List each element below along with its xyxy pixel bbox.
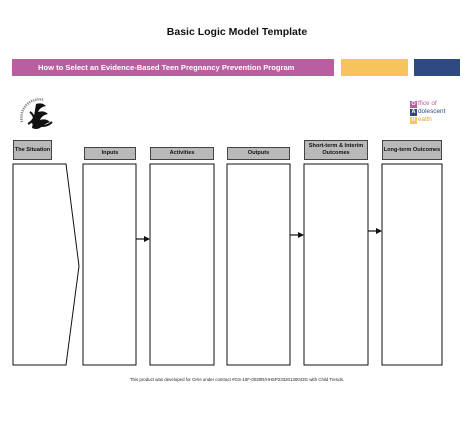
header-activities-label: Activities xyxy=(169,150,195,157)
footer-note: This product was developed for OAH under… xyxy=(129,377,345,382)
header-short-term-outcomes: Short-term & Interim Outcomes xyxy=(304,140,368,160)
activities-box xyxy=(149,163,215,366)
inputs-box xyxy=(82,163,137,366)
oah-line1: ffice of xyxy=(418,100,437,107)
header-outputs-label: Outputs xyxy=(247,150,270,157)
situation-box xyxy=(12,163,80,366)
oah-h-square: H xyxy=(410,116,417,124)
header-long-term-label: Long-term Outcomes xyxy=(383,146,441,153)
oah-o-square: O xyxy=(410,100,417,108)
outputs-box xyxy=(226,163,291,366)
header-short-term-label: Short-term & Interim Outcomes xyxy=(308,143,364,156)
oah-a-square: A xyxy=(410,108,417,116)
hhs-seal-icon xyxy=(12,92,64,136)
header-inputs: Inputs xyxy=(84,147,136,160)
oah-line2: dolescent xyxy=(418,108,446,115)
header-situation: The Situation xyxy=(13,140,52,160)
oah-line3: ealth xyxy=(418,116,432,123)
short-term-outcomes-box xyxy=(303,163,369,366)
accent-bar-navy xyxy=(414,59,460,76)
header-outputs: Outputs xyxy=(227,147,290,160)
header-situation-label: The Situation xyxy=(14,146,51,153)
header-activities: Activities xyxy=(150,147,214,160)
long-term-outcomes-box xyxy=(381,163,443,366)
header-inputs-label: Inputs xyxy=(101,150,119,157)
accent-bar-yellow xyxy=(341,59,408,76)
oah-logo: O ffice of A dolescent H ealth xyxy=(410,100,466,126)
banner: How to Select an Evidence-Based Teen Pre… xyxy=(12,59,334,76)
header-long-term-outcomes: Long-term Outcomes xyxy=(382,140,442,160)
page-title: Basic Logic Model Template xyxy=(166,26,308,38)
